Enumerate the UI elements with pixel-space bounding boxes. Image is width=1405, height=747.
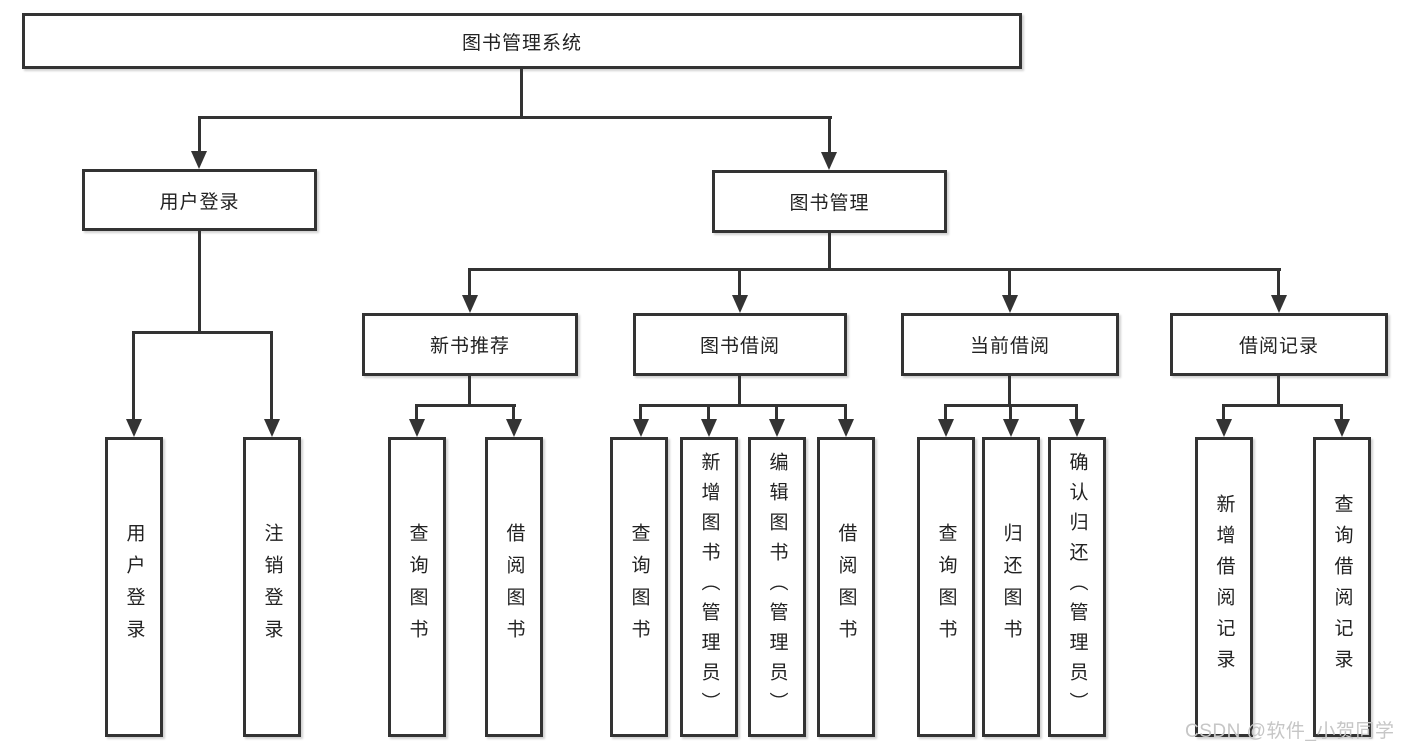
node-new-book-recommend: 新书推荐 <box>362 313 578 376</box>
connector-line <box>844 404 847 421</box>
connector-line <box>639 404 642 421</box>
connector-line <box>828 116 831 154</box>
connector-line <box>1075 404 1078 421</box>
arrowhead-down-icon <box>701 419 717 437</box>
node-query-books-label: 查询图书 <box>406 523 428 651</box>
node-add-books-admin: 新增图书（管理员） <box>680 437 738 737</box>
node-borrow-books: 借阅图书 <box>485 437 543 737</box>
node-add-borrow-record: 新增借阅记录 <box>1195 437 1253 737</box>
arrowhead-down-icon <box>1069 419 1085 437</box>
node-query-books: 查询图书 <box>610 437 668 737</box>
arrowhead-down-icon <box>506 419 522 437</box>
node-query-books: 查询图书 <box>917 437 975 737</box>
node-confirm-return-admin: 确认归还（管理员） <box>1048 437 1106 737</box>
node-user-login-leaf: 用户登录 <box>105 437 163 737</box>
node-query-borrow-record-label: 查询借阅记录 <box>1331 494 1353 680</box>
connector-line <box>828 233 831 271</box>
node-book-management-label: 图书管理 <box>789 193 870 214</box>
arrowhead-down-icon <box>462 295 478 313</box>
node-user-login: 用户登录 <box>82 169 317 231</box>
node-user-login-label: 用户登录 <box>159 191 240 213</box>
connector-line <box>738 376 741 407</box>
node-add-borrow-record-label: 新增借阅记录 <box>1213 494 1235 680</box>
node-logout-leaf: 注销登录 <box>243 437 301 737</box>
connector-line <box>944 404 947 421</box>
arrowhead-down-icon <box>1002 295 1018 313</box>
connector-line <box>468 268 1281 271</box>
node-user-login-leaf-label: 用户登录 <box>123 523 145 651</box>
node-edit-books-admin-label: 编辑图书（管理员） <box>766 452 788 722</box>
node-library-system: 图书管理系统 <box>22 13 1022 69</box>
node-return-books-label: 归还图书 <box>1000 523 1022 651</box>
connector-line <box>775 404 778 421</box>
node-borrow-books: 借阅图书 <box>817 437 875 737</box>
node-book-borrowing-label: 图书借阅 <box>699 336 780 357</box>
node-borrowing-records: 借阅记录 <box>1170 313 1388 376</box>
connector-line <box>198 116 832 119</box>
node-book-management: 图书管理 <box>712 170 947 233</box>
node-borrowing-records-label: 借阅记录 <box>1238 336 1319 357</box>
arrowhead-down-icon <box>409 419 425 437</box>
connector-line <box>707 404 710 421</box>
connector-line <box>738 268 741 297</box>
arrowhead-down-icon <box>838 419 854 437</box>
connector-line <box>468 268 471 297</box>
node-library-system-label: 图书管理系统 <box>461 32 582 54</box>
node-borrow-books-label: 借阅图书 <box>503 523 525 651</box>
arrowhead-down-icon <box>732 295 748 313</box>
connector-line <box>1277 268 1280 297</box>
arrowhead-down-icon <box>821 152 837 170</box>
node-logout-leaf-label: 注销登录 <box>261 523 283 651</box>
arrowhead-down-icon <box>264 419 280 437</box>
node-current-borrowing: 当前借阅 <box>901 313 1119 376</box>
node-borrow-books-label: 借阅图书 <box>835 523 857 651</box>
arrowhead-down-icon <box>1334 419 1350 437</box>
connector-line <box>1222 404 1343 407</box>
connector-line <box>132 331 273 334</box>
connector-line <box>639 404 847 407</box>
connector-line <box>270 331 273 421</box>
arrowhead-down-icon <box>191 151 207 169</box>
connector-line <box>132 331 135 421</box>
connector-line <box>1008 376 1011 407</box>
arrowhead-down-icon <box>633 419 649 437</box>
node-edit-books-admin: 编辑图书（管理员） <box>748 437 806 737</box>
arrowhead-down-icon <box>1271 295 1287 313</box>
node-confirm-return-admin-label: 确认归还（管理员） <box>1066 452 1088 722</box>
arrowhead-down-icon <box>938 419 954 437</box>
connector-line <box>1222 404 1225 421</box>
connector-line <box>468 376 471 407</box>
node-query-books-label: 查询图书 <box>935 523 957 651</box>
node-query-books: 查询图书 <box>388 437 446 737</box>
arrowhead-down-icon <box>769 419 785 437</box>
connector-line <box>1277 376 1280 407</box>
connector-line <box>512 404 515 421</box>
node-book-borrowing: 图书借阅 <box>633 313 847 376</box>
connector-line <box>198 116 201 153</box>
node-query-books-label: 查询图书 <box>628 523 650 651</box>
arrowhead-down-icon <box>1216 419 1232 437</box>
node-query-borrow-record: 查询借阅记录 <box>1313 437 1371 737</box>
node-add-books-admin-label: 新增图书（管理员） <box>698 452 720 722</box>
connector-line <box>1008 268 1011 297</box>
node-current-borrowing-label: 当前借阅 <box>969 336 1050 357</box>
node-return-books: 归还图书 <box>982 437 1040 737</box>
arrowhead-down-icon <box>126 419 142 437</box>
connector-line <box>198 231 201 334</box>
node-new-book-recommend-label: 新书推荐 <box>429 336 510 357</box>
connector-line <box>415 404 418 421</box>
connector-line <box>1340 404 1343 421</box>
watermark: CSDN @软件_小贺同学 <box>1185 721 1395 742</box>
arrowhead-down-icon <box>1003 419 1019 437</box>
connector-line <box>415 404 516 407</box>
connector-line <box>520 66 523 118</box>
connector-line <box>1009 404 1012 421</box>
